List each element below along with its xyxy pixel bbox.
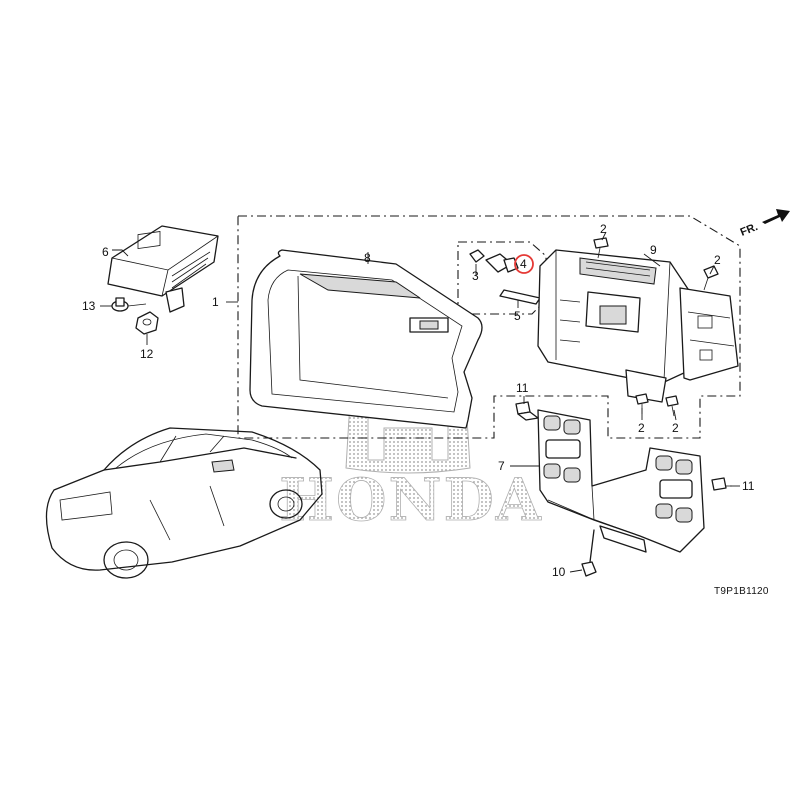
leader-lines bbox=[100, 231, 740, 573]
callout-10: 10 bbox=[552, 565, 566, 579]
callout-6: 6 bbox=[102, 245, 109, 259]
front-arrow-icon bbox=[762, 209, 790, 224]
bolt-10-part bbox=[581, 529, 597, 577]
callout-9: 9 bbox=[650, 243, 657, 257]
callout-7: 7 bbox=[498, 459, 505, 473]
callout-11: 11 bbox=[516, 381, 529, 395]
front-direction-indicator: FR. bbox=[739, 209, 790, 239]
assembly-boundary bbox=[237, 215, 741, 439]
callout-4: 4 bbox=[520, 257, 527, 271]
mounting-bracket-part bbox=[537, 409, 705, 553]
audio-unit-part bbox=[537, 249, 739, 403]
bolt-11-part bbox=[515, 401, 539, 421]
highlight-ring bbox=[514, 254, 534, 274]
bolt-11-part bbox=[711, 477, 732, 491]
callout-3: 3 bbox=[472, 269, 479, 283]
bolt-13-part bbox=[111, 297, 147, 312]
nut-12-part bbox=[135, 311, 159, 335]
screw-2-part bbox=[665, 395, 679, 417]
honda-wordmark: HONDA bbox=[279, 466, 543, 534]
callout-2: 2 bbox=[672, 421, 679, 435]
connector-4-part bbox=[485, 253, 519, 273]
strip-5-part bbox=[499, 289, 541, 305]
clip-3-part bbox=[469, 249, 485, 263]
callout-5: 5 bbox=[514, 309, 521, 323]
callout-12: 12 bbox=[140, 347, 154, 361]
callout-2: 2 bbox=[638, 421, 645, 435]
callout-1: 1 bbox=[212, 295, 219, 309]
diagram-code: T9P1B1120 bbox=[714, 586, 769, 597]
screw-2-part bbox=[703, 265, 719, 291]
callout-11: 11 bbox=[742, 479, 755, 493]
callout-13: 13 bbox=[82, 299, 96, 313]
control-unit-part bbox=[107, 225, 219, 313]
callout-2: 2 bbox=[600, 222, 607, 236]
screw-2-part bbox=[593, 237, 609, 259]
callout-8: 8 bbox=[364, 251, 371, 265]
callout-2: 2 bbox=[714, 253, 721, 267]
front-direction-label: FR. bbox=[739, 221, 760, 239]
vehicle-outline bbox=[45, 427, 323, 579]
front-panel-part bbox=[249, 249, 483, 429]
